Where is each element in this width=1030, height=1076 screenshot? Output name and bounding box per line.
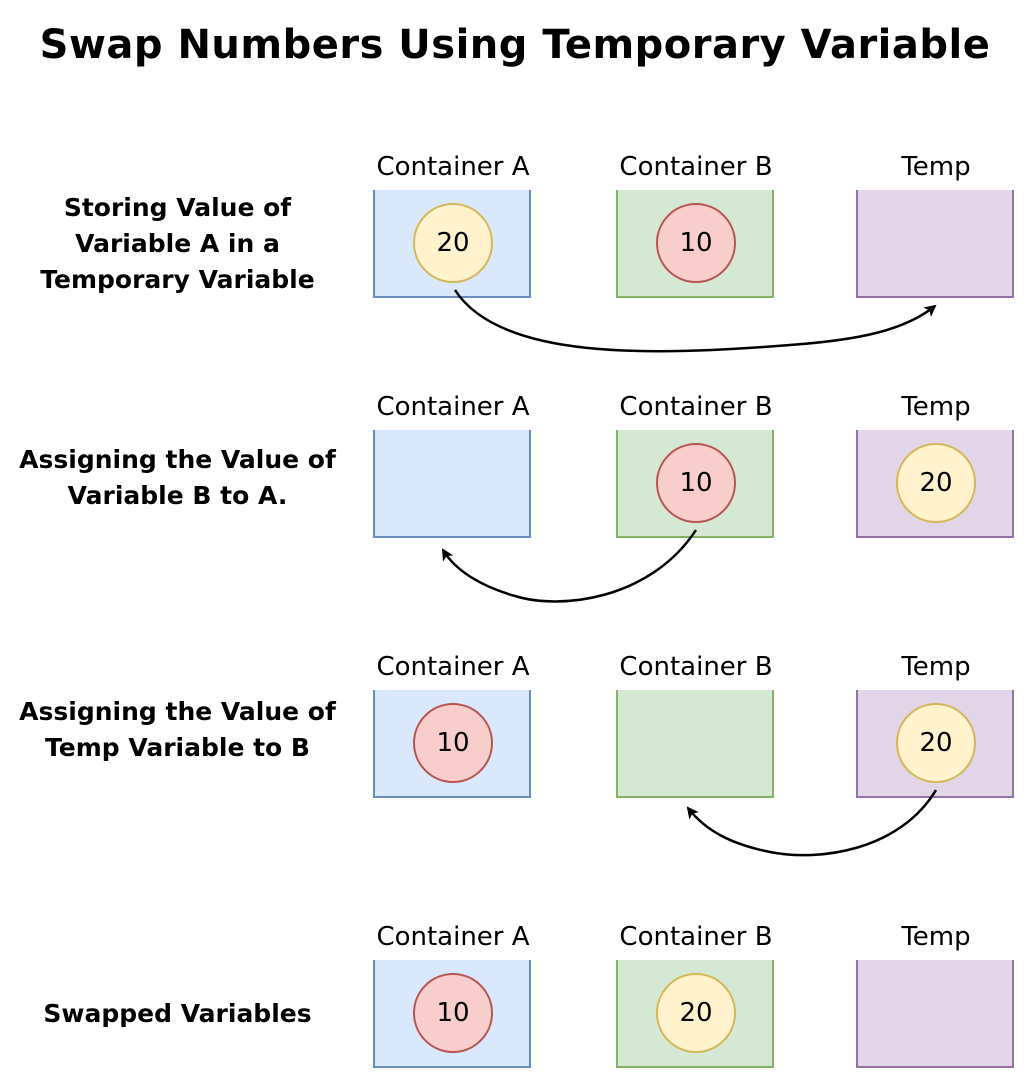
container-b-label: Container B [619,652,773,682]
temp-container: 20 [856,430,1014,538]
value-coin: 10 [656,203,736,283]
container-a: 20 [373,190,531,298]
arrow-b-to-a [441,529,698,603]
arrow-temp-to-b [686,789,938,857]
value-coin: 10 [413,973,493,1053]
container-a-label: Container A [376,152,530,182]
temp-container [856,190,1014,298]
container-b-label: Container B [619,392,773,422]
value-coin: 20 [656,973,736,1053]
step-label: Assigning the Value of Variable B to A. [19,445,336,510]
container-a [373,430,531,538]
temp-container [856,960,1014,1068]
container-a-label: Container A [376,392,530,422]
container-a: 10 [373,960,531,1068]
step-label: Storing Value of Variable A in a Tempora… [40,193,315,294]
container-a-label: Container A [376,922,530,952]
container-b: 20 [616,960,774,1068]
temp-container: 20 [856,690,1014,798]
arrow-a-to-temp [453,289,937,353]
container-b-label: Container B [619,922,773,952]
container-a: 10 [373,690,531,798]
value-coin: 10 [656,443,736,523]
diagram-title: Swap Numbers Using Temporary Variable [39,22,991,68]
value-coin: 20 [896,443,976,523]
container-b [616,690,774,798]
container-b: 10 [616,430,774,538]
step-label: Swapped Variables [43,999,312,1028]
container-b: 10 [616,190,774,298]
container-a-label: Container A [376,652,530,682]
container-b-label: Container B [619,152,773,182]
temp-label: Temp [901,922,971,952]
value-coin: 10 [413,703,493,783]
temp-label: Temp [901,152,971,182]
temp-label: Temp [901,652,971,682]
step-label: Assigning the Value of Temp Variable to … [19,697,336,762]
temp-label: Temp [901,392,971,422]
value-coin: 20 [896,703,976,783]
value-coin: 20 [413,203,493,283]
